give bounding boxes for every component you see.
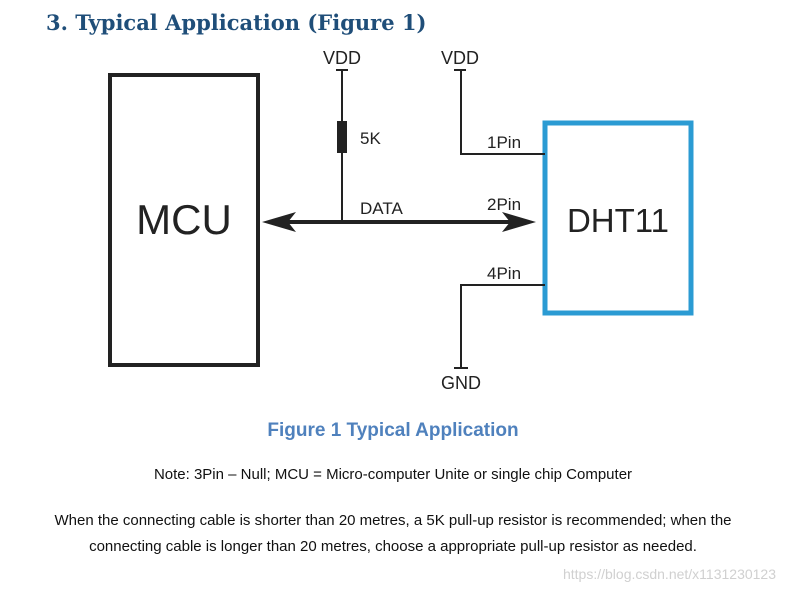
data-label: DATA — [360, 199, 403, 218]
pullup-resistor — [337, 121, 347, 153]
mcu-box — [108, 73, 260, 367]
resistor-label: 5K — [360, 129, 381, 148]
description-paragraph: When the connecting cable is shorter tha… — [54, 512, 732, 555]
pin1-label: 1Pin — [487, 133, 521, 152]
arrow-right-icon — [502, 212, 536, 232]
mcu-label: MCU — [136, 196, 232, 243]
pin1-wire — [460, 70, 545, 155]
vdd-left-label: VDD — [323, 48, 361, 68]
pin4-wire — [460, 284, 545, 368]
pin4-label: 4Pin — [487, 264, 521, 283]
circuit-diagram: MCU DHT11 VDD 5K DATA VDD 1Pin 2Pin 4Pin… — [108, 48, 694, 393]
watermark: https://blog.csdn.net/x1131230123 — [562, 566, 776, 582]
vdd-right-label: VDD — [441, 48, 479, 68]
note-text: Note: 3Pin – Null; MCU = Micro-computer … — [153, 466, 633, 483]
section-heading: 3. Typical Application (Figure 1) — [46, 10, 427, 35]
pin2-label: 2Pin — [487, 195, 521, 214]
figure-caption: Figure 1 Typical Application — [267, 420, 519, 441]
dht11-box — [542, 120, 694, 316]
dht11-label: DHT11 — [567, 202, 669, 239]
arrow-left-icon — [262, 212, 296, 232]
gnd-label: GND — [441, 373, 481, 393]
